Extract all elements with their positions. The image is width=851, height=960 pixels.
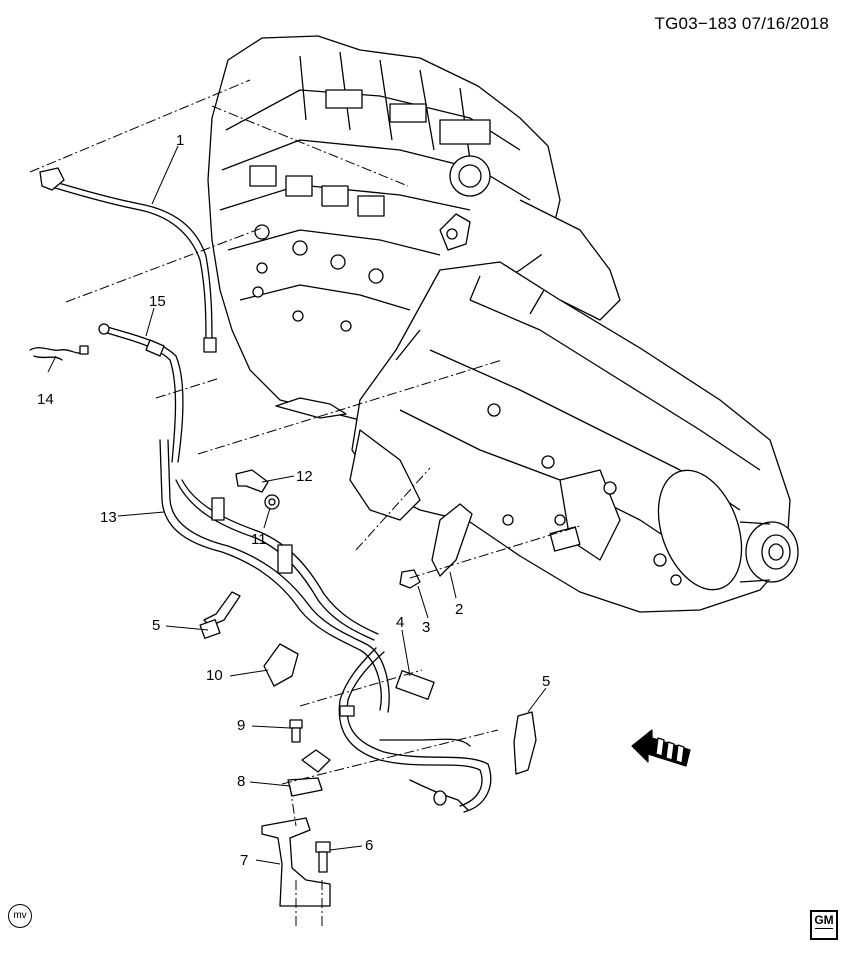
callout-labels: 1 2 3 4 5 5 6 7 8 9 10 11 12 13 14 15: [37, 132, 550, 869]
reference-lines: [29, 79, 581, 926]
part-5-fitting-left: [199, 591, 241, 639]
callout-3: 3: [422, 619, 430, 636]
gm-logo: GM: [810, 910, 838, 940]
callout-12: 12: [296, 468, 313, 485]
part-13-cooler-lines: [159, 439, 492, 813]
part-12-bracket: [235, 469, 269, 493]
part-9-bolt: [289, 719, 303, 743]
part-15-hose: [98, 323, 184, 463]
part-1-hose: [39, 167, 217, 353]
callout-6: 6: [365, 837, 373, 854]
part-6-bolt: [315, 841, 331, 873]
part-14-harness: [29, 345, 89, 361]
callout-5a: 5: [152, 617, 160, 634]
diagram-header: TG03−183 07/16/2018: [655, 14, 829, 34]
callout-7: 7: [240, 852, 248, 869]
part-8-clip: [287, 749, 331, 797]
part-3-bolt: [399, 569, 421, 589]
part-10-clip: [263, 643, 299, 687]
front-arrow-icon: [631, 729, 691, 767]
callout-14: 14: [37, 391, 54, 408]
part-7-bracket: [261, 817, 331, 907]
gm-logo-underline: [815, 928, 833, 935]
transmission-illustration: [349, 261, 799, 613]
part-4-sensor: [395, 670, 435, 700]
callout-8: 8: [237, 773, 245, 790]
callout-5b: 5: [542, 673, 550, 690]
callout-1: 1: [176, 132, 184, 149]
diagram-date: 07/16/2018: [741, 14, 829, 33]
callout-10: 10: [206, 667, 223, 684]
gm-logo-text: GM: [814, 913, 834, 927]
part-5-fitting-right: [513, 711, 537, 775]
mv-mark: mv: [8, 904, 32, 928]
callout-9: 9: [237, 717, 245, 734]
leader-lines: [47, 145, 547, 865]
part-11-nut: [264, 494, 280, 510]
callout-11: 11: [251, 531, 267, 548]
callout-13: 13: [100, 509, 117, 526]
part-2-bracket: [431, 503, 473, 577]
component-parts: [29, 167, 537, 907]
callout-4: 4: [396, 614, 404, 631]
callout-15: 15: [149, 293, 166, 310]
diagram-id: TG03−183: [654, 14, 737, 33]
callout-2: 2: [455, 601, 463, 618]
